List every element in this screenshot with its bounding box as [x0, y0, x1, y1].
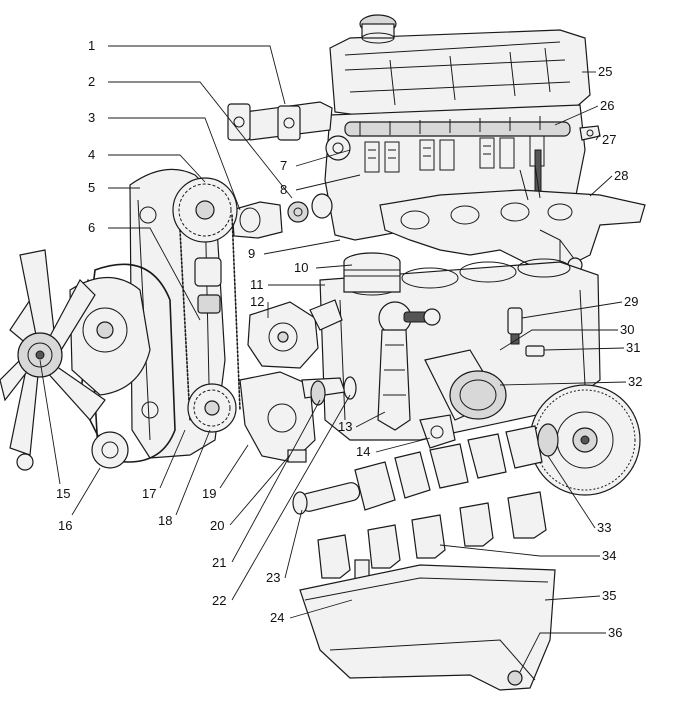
callout-28: 28 [614, 168, 628, 183]
distributor [377, 301, 441, 431]
callout-16: 16 [58, 518, 72, 533]
callout-9: 9 [248, 246, 255, 261]
oil-filter [424, 349, 507, 421]
part-27 [579, 125, 601, 141]
thermostat-housing [231, 193, 333, 239]
piston [343, 252, 401, 293]
callout-12: 12 [250, 294, 264, 309]
oil-pump [419, 414, 456, 449]
tensioner-pulley [194, 257, 222, 314]
main-bearing-caps [317, 491, 547, 579]
callout-36: 36 [608, 625, 622, 640]
callout-4: 4 [88, 147, 95, 162]
callout-27: 27 [602, 132, 616, 147]
callout-14: 14 [356, 444, 370, 459]
callout-24: 24 [270, 610, 284, 625]
oil-pressure-sensor [507, 307, 523, 345]
crankshaft-pulley [187, 383, 237, 433]
crankshaft [292, 423, 559, 515]
callout-11: 11 [250, 277, 264, 292]
callout-32: 32 [628, 374, 642, 389]
callout-26: 26 [600, 98, 614, 113]
callout-1: 1 [88, 38, 95, 53]
callout-22: 22 [212, 593, 226, 608]
callout-19: 19 [202, 486, 216, 501]
callout-2: 2 [88, 74, 95, 89]
callout-23: 23 [266, 570, 280, 585]
coolant-pump-housing [239, 371, 357, 463]
camshaft-pulley [172, 177, 238, 243]
callout-10: 10 [294, 260, 308, 275]
callout-18: 18 [158, 513, 172, 528]
callout-15: 15 [56, 486, 70, 501]
alternator [69, 277, 151, 469]
callout-17: 17 [142, 486, 156, 501]
callout-33: 33 [597, 520, 611, 535]
callout-13: 13 [338, 419, 352, 434]
callout-21: 21 [212, 555, 226, 570]
oil-pan [299, 564, 556, 691]
callout-7: 7 [280, 158, 287, 173]
cooling-fan [0, 249, 106, 471]
timing-belt [179, 214, 241, 421]
callout-8: 8 [280, 182, 287, 197]
callout-34: 34 [602, 548, 616, 563]
water-outlet-pipe [227, 101, 333, 141]
callout-35: 35 [602, 588, 616, 603]
callout-5: 5 [88, 180, 95, 195]
manifold [379, 164, 646, 273]
callout-29: 29 [624, 294, 638, 309]
callout-6: 6 [88, 220, 95, 235]
callout-labels: 1 2 3 4 5 6 7 8 9 10 11 12 13 14 15 16 1… [56, 38, 642, 640]
drain-plug [507, 670, 523, 686]
callout-30: 30 [620, 322, 634, 337]
callout-31: 31 [626, 340, 640, 355]
callout-3: 3 [88, 110, 95, 125]
valve-cover [329, 14, 591, 119]
leader-lines [39, 45, 627, 673]
water-pump [247, 299, 343, 369]
callout-25: 25 [598, 64, 612, 79]
part-31 [525, 345, 545, 357]
callout-20: 20 [210, 518, 224, 533]
